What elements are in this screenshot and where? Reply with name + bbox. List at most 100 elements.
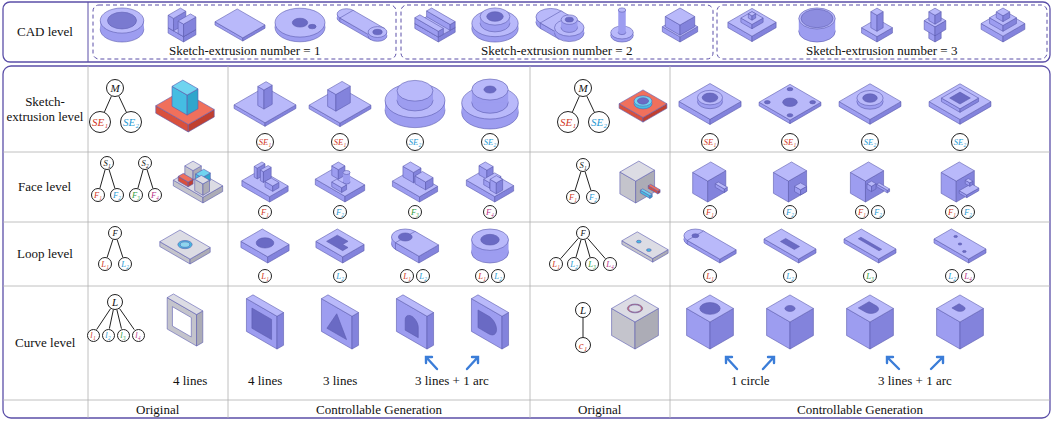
cad-model <box>929 84 991 124</box>
group-label: Sketch-extrusion number = 1 <box>169 44 320 59</box>
cad-face <box>962 250 966 252</box>
cad-face <box>260 166 271 172</box>
node-label: L <box>112 297 118 308</box>
column-divider <box>530 66 531 418</box>
cad-model <box>242 162 288 202</box>
cad-model <box>168 8 196 42</box>
cad-face <box>787 114 793 117</box>
cad-face <box>646 249 651 252</box>
tree-node: l₂ <box>102 329 115 342</box>
cad-face <box>258 86 264 109</box>
node-label: SE₁ <box>560 117 576 128</box>
node-label: L₂ <box>419 272 427 281</box>
node-label: L₁ <box>261 272 269 281</box>
cad-model <box>767 295 814 349</box>
tree-edge <box>119 96 126 112</box>
cad-model <box>620 161 660 203</box>
cad-face <box>937 295 984 322</box>
node-label: F₂ <box>874 208 882 217</box>
tree-node: F₃ <box>408 205 422 219</box>
cad-face <box>759 84 821 120</box>
cad-model <box>391 229 438 263</box>
tree-edge <box>585 172 591 191</box>
cad-face <box>693 162 726 181</box>
cad-face <box>941 162 974 181</box>
cad-face <box>637 98 648 105</box>
node-label: L₂ <box>121 260 129 269</box>
tree-node: F₂ <box>586 190 600 204</box>
cad-models <box>100 8 1025 349</box>
cad-model <box>611 8 633 42</box>
node-label: SE₂ <box>864 138 876 147</box>
cad-face <box>741 12 763 25</box>
node-label: S₁ <box>103 159 110 168</box>
cad-face <box>254 162 265 168</box>
tree-edge <box>117 240 123 258</box>
cad-face <box>687 295 734 322</box>
curve-count: 3 lines <box>323 374 357 389</box>
cad-face <box>780 239 799 250</box>
node-label: SE₂ <box>484 138 496 147</box>
row-divider <box>3 152 1050 153</box>
tree-edge <box>117 310 122 329</box>
cad-face <box>415 172 433 182</box>
cad-face <box>640 189 652 196</box>
panel-border <box>3 2 1050 62</box>
cad-face <box>687 231 736 259</box>
cad-face <box>332 179 347 188</box>
cad-face <box>618 8 625 12</box>
tree-node: F <box>576 226 590 240</box>
cad-face <box>427 313 434 350</box>
node-label: L₁ <box>101 260 109 269</box>
tree-edge <box>138 170 143 189</box>
cad-face <box>481 234 500 245</box>
node-label: F <box>580 229 585 238</box>
tree-node: SE₁ <box>557 111 579 133</box>
cad-face <box>343 170 350 174</box>
cad-face <box>715 182 727 189</box>
pointer-arrow <box>887 357 899 369</box>
cad-face <box>764 101 770 104</box>
cad-model <box>839 84 901 124</box>
node-label: c₁ <box>579 340 588 351</box>
cad-model <box>862 8 893 42</box>
node-label: L₃ <box>866 272 874 281</box>
cad-face <box>100 8 144 33</box>
tree-edge <box>109 170 115 189</box>
cad-model <box>156 80 214 132</box>
tree-node: F₁ <box>91 188 105 202</box>
cad-model <box>759 84 821 123</box>
cad-model <box>471 295 508 349</box>
curve-count: 1 circle <box>731 374 770 389</box>
node-label: S₂ <box>141 159 148 168</box>
cad-model <box>934 229 986 263</box>
cad-model <box>687 295 734 349</box>
cad-face <box>478 310 497 335</box>
tree-edge <box>587 96 594 112</box>
cad-face <box>627 304 642 313</box>
cad-face <box>254 166 257 178</box>
cad-model <box>728 8 776 41</box>
cad-face <box>277 313 284 350</box>
cad-face <box>373 29 382 34</box>
node-label: L₂ <box>948 272 956 281</box>
cad-face <box>773 162 806 181</box>
tree-node: F₁ <box>945 205 959 219</box>
node-label: SE₂ <box>591 117 607 128</box>
cad-face <box>172 80 198 95</box>
node-label: l₁ <box>90 331 95 340</box>
cad-model <box>385 80 445 127</box>
cad-model <box>167 294 203 346</box>
cad-face <box>256 238 274 248</box>
node-label: SE₁ <box>704 138 716 147</box>
tree-node: F <box>108 226 122 240</box>
cad-face <box>950 92 971 104</box>
tree-node: l₃ <box>117 329 130 342</box>
pointer-arrow <box>467 357 478 369</box>
node-label: SE₂ <box>123 117 139 128</box>
cad-face <box>471 229 508 250</box>
cad-face <box>700 303 720 315</box>
cad-face <box>327 314 347 340</box>
